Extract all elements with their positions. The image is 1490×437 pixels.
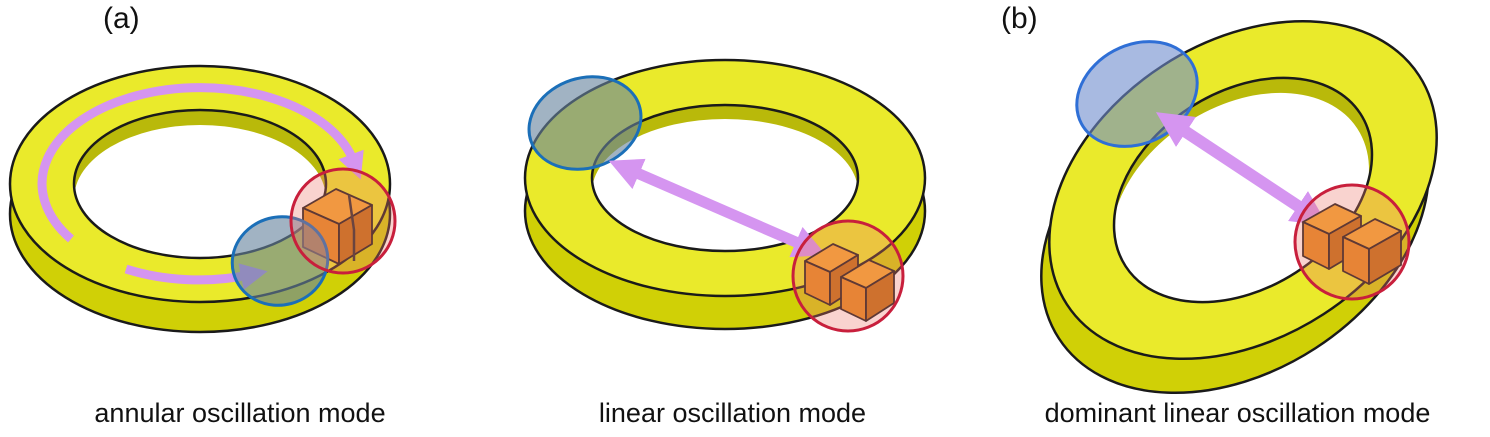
cube-side-face [865,270,895,322]
panel-a-label: (a) [103,2,140,35]
panel-linear: linear oscillation mode [480,0,985,437]
piezo-cube-right [840,259,895,322]
panel-annular: (a) [0,0,480,437]
cube-cut-slit [347,194,356,261]
red-highlight-circle [791,219,905,333]
dominant-oscillation-arrow [1155,112,1329,226]
blue-highlight-region [527,75,643,171]
blue-highlight-region [230,215,330,307]
red-highlight-circle [289,167,397,275]
dominant-linear-mode-diagram [1040,19,1438,395]
panel-dominant: (b) [985,0,1490,437]
annular-mode-diagram [8,64,397,334]
caption-annular: annular oscillation mode [94,398,386,428]
caption-dominant: dominant linear oscillation mode [1044,398,1431,428]
ring-hole-outline [72,108,328,260]
cube-side-face [338,204,373,265]
cube-side-face [1368,230,1402,285]
linear-oscillation-arrow [608,158,827,258]
red-highlight-circle [1293,183,1411,301]
linear-mode-diagram [523,58,927,333]
ring [1040,19,1438,395]
annular-arrow-top [37,83,364,243]
piezo-cube-right [1342,218,1402,285]
panel-b-label: (b) [1001,2,1038,35]
caption-linear: linear oscillation mode [598,398,867,428]
